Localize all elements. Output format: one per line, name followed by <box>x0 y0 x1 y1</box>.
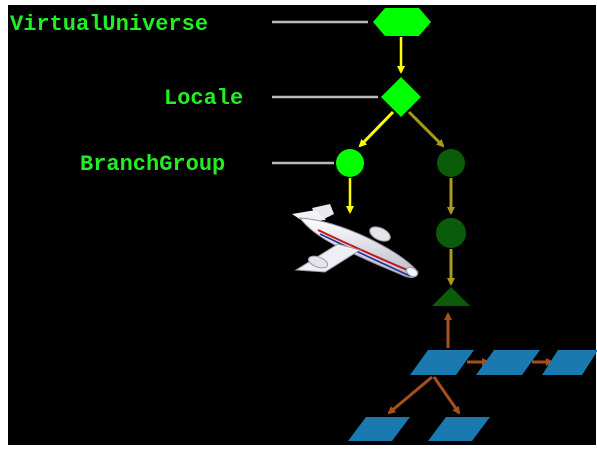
diagram-background <box>8 5 596 445</box>
panel-down-right-arrow <box>432 376 461 415</box>
locale-node <box>381 77 421 117</box>
virtual-universe-label: VirtualUniverse <box>10 12 208 37</box>
transformgroup-node <box>436 218 466 248</box>
branchgroup-node <box>336 149 364 177</box>
center-panel <box>410 350 474 375</box>
bottom-left-panel <box>348 417 410 441</box>
shape-node-triangle <box>432 287 470 306</box>
locale-label: Locale <box>164 86 243 111</box>
locale-to-right-branch-arrow <box>407 110 445 148</box>
bottom-right-panel <box>428 417 490 441</box>
locale-to-branchgroup-arrow <box>358 110 395 148</box>
virtual-universe-node <box>373 8 431 36</box>
right-branchgroup-node <box>437 149 465 177</box>
right-panel-2 <box>542 350 597 375</box>
space-station-panels <box>348 312 597 441</box>
airplane-icon <box>292 204 419 278</box>
panel-down-left-arrow <box>387 375 433 415</box>
right-panel-1 <box>476 350 540 375</box>
branchgroup-label: BranchGroup <box>80 152 225 177</box>
